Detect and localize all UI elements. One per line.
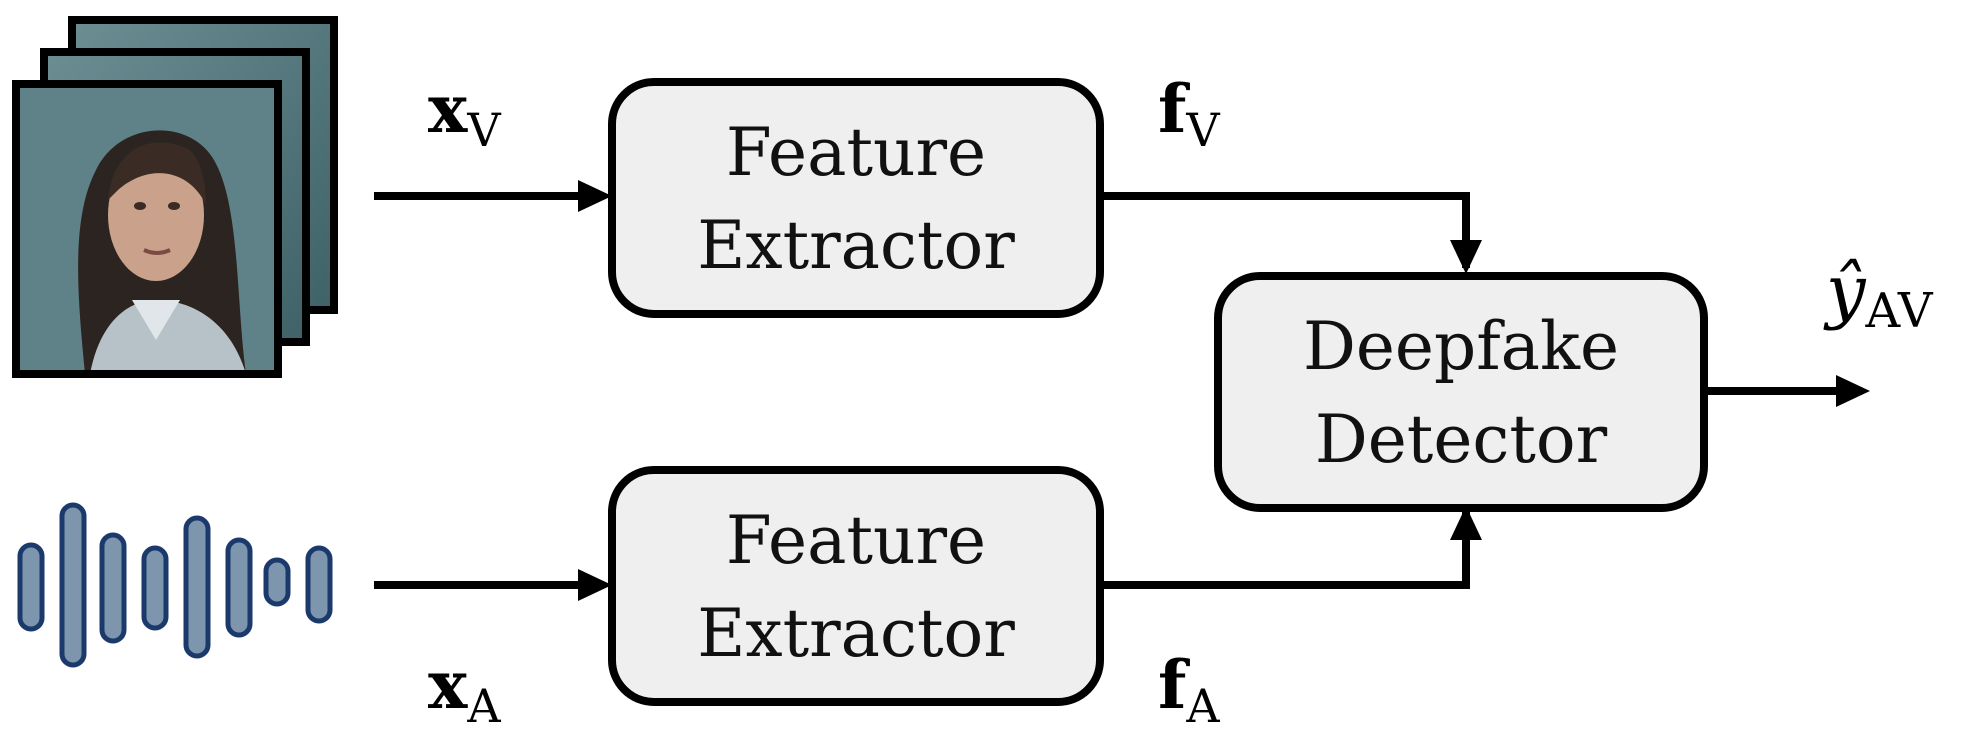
arrow-fv-to-detector [1100, 192, 1471, 270]
video-frames-icon [12, 16, 338, 378]
video-extractor-line2: Extractor [697, 207, 1015, 284]
arrowheads [578, 180, 1870, 601]
video-feature-label: fV [1158, 70, 1220, 157]
video-extractor-line1: Feature [726, 114, 986, 191]
audio-feature-extractor: Feature Extractor [608, 466, 1104, 706]
audio-extractor-line2: Extractor [697, 595, 1015, 672]
detector-line2: Detector [1315, 401, 1608, 478]
detector-line1: Deepfake [1303, 308, 1619, 385]
audio-waveform-icon [17, 502, 333, 668]
audio-input-label: xA [428, 646, 501, 733]
arrow-fa-to-detector [1100, 510, 1471, 589]
video-frame-front [12, 80, 282, 378]
video-input-label: xV [428, 70, 501, 157]
audio-extractor-line1: Feature [726, 502, 986, 579]
deepfake-detector: Deepfake Detector [1214, 272, 1708, 512]
video-feature-extractor: Feature Extractor [608, 78, 1104, 318]
output-label: ŷAV [1823, 250, 1934, 339]
audio-feature-label: fA [1158, 646, 1220, 733]
